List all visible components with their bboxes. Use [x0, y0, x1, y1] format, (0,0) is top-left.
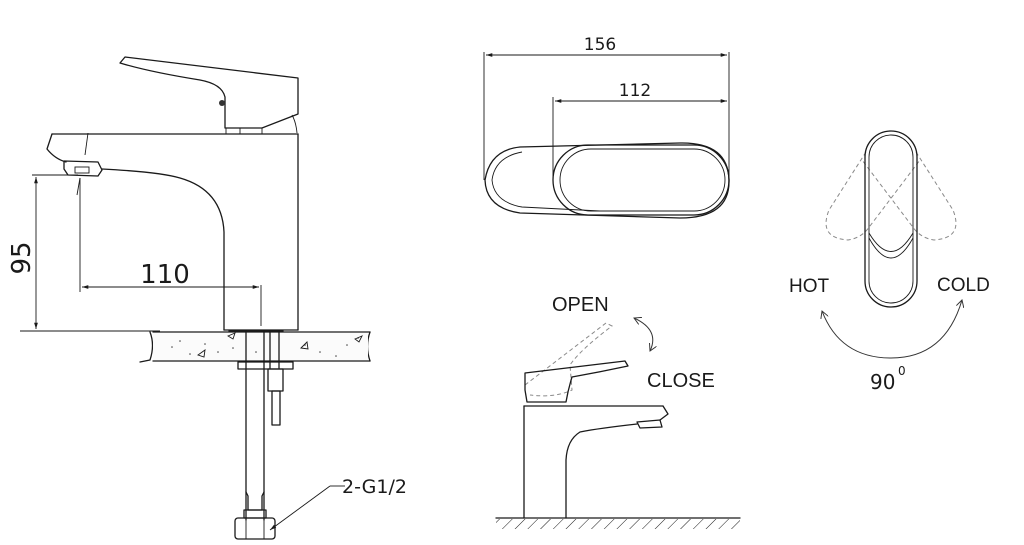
- rotation-angle-label: 90: [870, 370, 895, 394]
- handle-length-dimension-label: 112: [619, 81, 651, 101]
- reach-dimension-label: 110: [140, 260, 190, 290]
- mounting-shank: [228, 330, 294, 540]
- hot-cold-view: HOT COLD 90 0: [789, 130, 990, 394]
- height-dimension-label: 95: [7, 241, 37, 274]
- open-close-view: OPEN CLOSE: [495, 294, 741, 529]
- degree-symbol: 0: [898, 364, 906, 378]
- cold-label: COLD: [937, 275, 990, 296]
- close-label: CLOSE: [647, 370, 715, 392]
- hex-nut: [234, 517, 276, 540]
- overall-length-dimension-label: 156: [584, 35, 616, 55]
- aerator: [63, 160, 103, 177]
- side-view: 95 110: [7, 56, 407, 540]
- connector-thread-callout: 2-G1/2: [342, 476, 407, 498]
- countertop-section: [139, 331, 371, 363]
- open-label: OPEN: [552, 294, 609, 316]
- lever-screw-icon: [219, 100, 225, 106]
- lever-handle: [119, 56, 299, 129]
- hot-label: HOT: [789, 276, 830, 297]
- top-view: 156 112: [483, 35, 730, 219]
